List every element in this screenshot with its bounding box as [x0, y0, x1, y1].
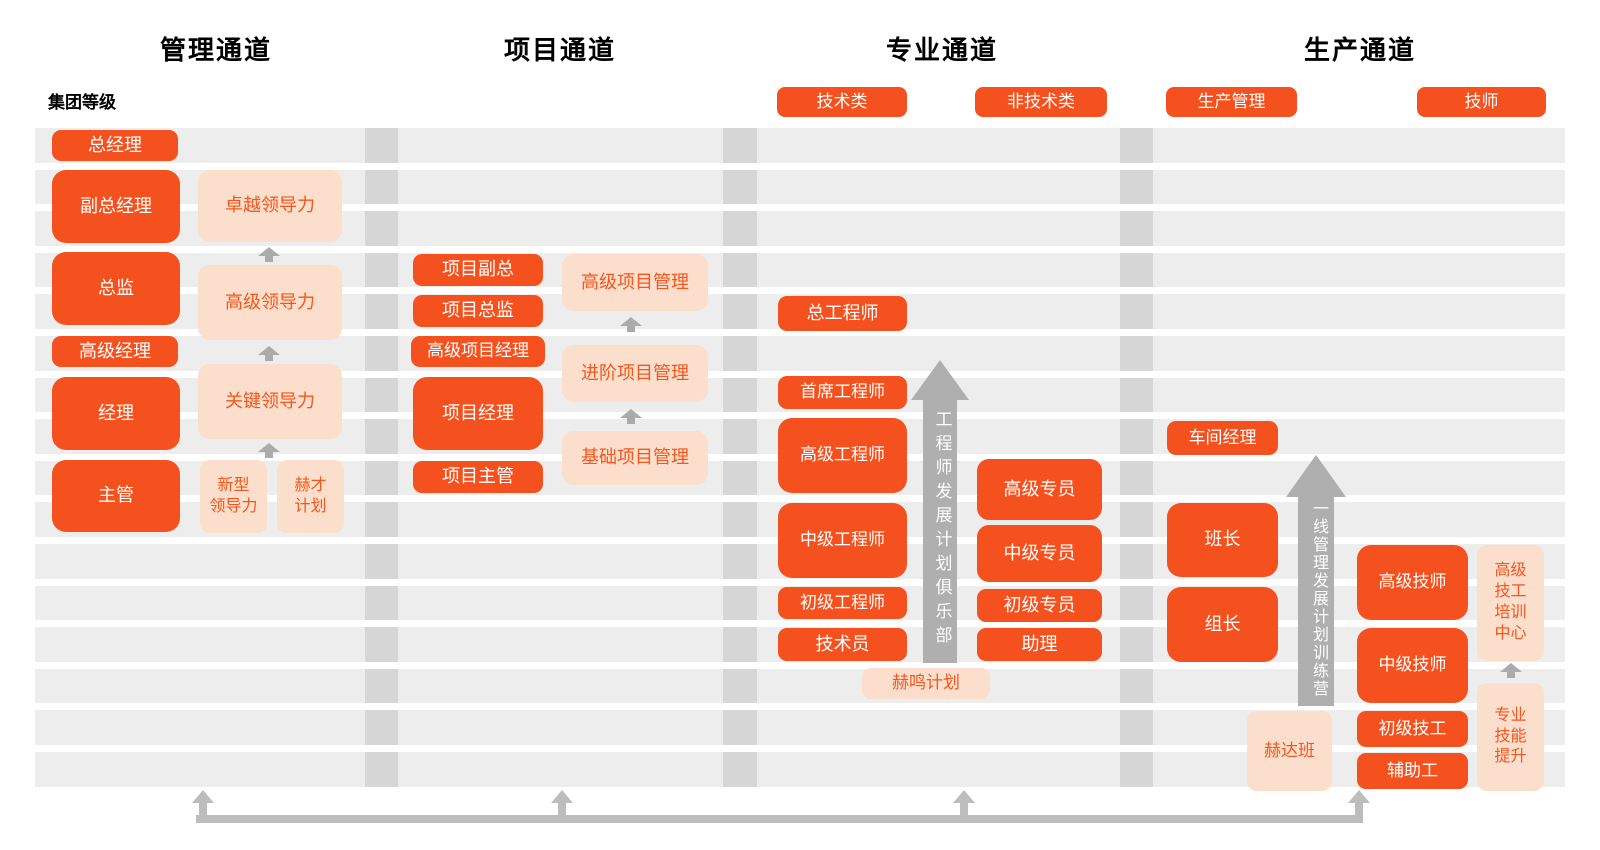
- category-technical: 技术类: [777, 87, 907, 117]
- engineer-development-club-arrow-label: 工程师发展计划俱乐部: [932, 410, 952, 650]
- channel-title-project: 项目通道: [503, 35, 616, 65]
- director: 总监: [52, 252, 180, 325]
- bottom-connector-up-arrow: [192, 790, 214, 803]
- basic-project-mgmt: 基础项目管理: [562, 431, 708, 485]
- bottom-connector-arrow-stub: [558, 803, 566, 815]
- level-row: [35, 710, 1565, 745]
- category-production-mgmt: 生产管理: [1166, 87, 1297, 117]
- intermediate-project-mgmt: 进阶项目管理: [562, 345, 708, 402]
- advanced-project-mgmt: 高级项目管理: [562, 254, 708, 311]
- bottom-connector-up-arrow: [953, 790, 975, 803]
- frontline-mgmt-camp-arrow-label: 一线管理发展计划训练营: [1310, 500, 1327, 698]
- project-manager: 项目经理: [413, 377, 543, 450]
- senior-skilled-worker-training-center: 高级 技工 培训 中心: [1477, 545, 1544, 661]
- new-leadership: 新型 领导力: [200, 460, 267, 533]
- senior-specialist: 高级专员: [977, 459, 1102, 520]
- manager: 经理: [52, 377, 180, 450]
- level-row: [35, 752, 1565, 787]
- up-arrow-icon: [620, 409, 642, 418]
- up-arrow-stub: [265, 256, 273, 262]
- channel-title-management: 管理通道: [159, 35, 272, 65]
- chief-engineer: 总工程师: [778, 296, 907, 331]
- frontline-mgmt-camp-arrow-head: [1286, 455, 1346, 497]
- up-arrow-icon: [258, 346, 280, 355]
- up-arrow-icon: [258, 443, 280, 452]
- bottom-connector-up-arrow: [1348, 790, 1370, 803]
- deputy-general-manager: 副总经理: [52, 170, 180, 243]
- hecai-plan: 赫才 计划: [277, 460, 344, 533]
- level-row: [35, 668, 1565, 704]
- channel-title-production: 生产通道: [1303, 35, 1416, 65]
- frontline-mgmt-camp-arrow-shaft: [1298, 497, 1334, 706]
- up-arrow-stub: [627, 418, 635, 424]
- junior-engineer: 初级工程师: [778, 587, 907, 619]
- up-arrow-icon: [1500, 663, 1522, 672]
- up-arrow-stub: [265, 452, 273, 458]
- engineer-development-club-arrow-shaft: [923, 400, 957, 663]
- supervisor: 主管: [52, 460, 180, 532]
- senior-project-manager: 高级项目经理: [411, 336, 545, 367]
- project-supervisor: 项目主管: [413, 461, 543, 493]
- up-arrow-icon: [258, 247, 280, 256]
- category-technician: 技师: [1417, 87, 1546, 117]
- bottom-connector-arrow-stub: [1355, 803, 1363, 815]
- auxiliary-worker: 辅助工: [1357, 753, 1468, 789]
- senior-leadership: 高级领导力: [198, 265, 342, 340]
- intermediate-specialist: 中级专员: [977, 525, 1102, 582]
- bottom-connector-bar: [196, 815, 1363, 823]
- senior-technician: 高级技师: [1357, 545, 1468, 620]
- group-level-label: 集团等级: [48, 93, 116, 112]
- senior-engineer: 高级工程师: [778, 418, 907, 493]
- team-leader: 组长: [1167, 587, 1278, 662]
- key-leadership: 关键领导力: [198, 364, 342, 439]
- intermediate-technician: 中级技师: [1357, 628, 1468, 703]
- workshop-manager: 车间经理: [1167, 421, 1278, 455]
- assistant: 助理: [977, 628, 1102, 661]
- project-director: 项目总监: [413, 295, 543, 327]
- up-arrow-stub: [627, 326, 635, 332]
- category-non-technical: 非技术类: [975, 87, 1107, 117]
- senior-manager: 高级经理: [52, 336, 178, 367]
- up-arrow-stub: [265, 355, 273, 361]
- channel-title-professional: 专业通道: [885, 35, 998, 65]
- engineer-development-club-arrow-head: [911, 360, 969, 400]
- heming-plan: 赫鸣计划: [862, 668, 990, 699]
- up-arrow-stub: [1507, 672, 1515, 678]
- up-arrow-icon: [620, 317, 642, 326]
- principal-engineer: 首席工程师: [778, 376, 907, 409]
- junior-specialist: 初级专员: [977, 589, 1102, 622]
- bottom-connector-arrow-stub: [199, 803, 207, 815]
- general-manager: 总经理: [52, 130, 178, 161]
- level-row: [35, 128, 1565, 163]
- project-vp: 项目副总: [413, 254, 543, 286]
- excellent-leadership: 卓越领导力: [198, 170, 342, 242]
- bottom-connector-up-arrow: [551, 790, 573, 803]
- bottom-connector-arrow-stub: [960, 803, 968, 815]
- heda-class: 赫达班: [1247, 711, 1332, 791]
- junior-skilled-worker: 初级技工: [1357, 711, 1468, 747]
- shift-leader: 班长: [1167, 503, 1278, 577]
- technician: 技术员: [778, 628, 907, 661]
- professional-skill-improvement: 专业 技能 提升: [1477, 683, 1544, 791]
- intermediate-engineer: 中级工程师: [778, 503, 907, 578]
